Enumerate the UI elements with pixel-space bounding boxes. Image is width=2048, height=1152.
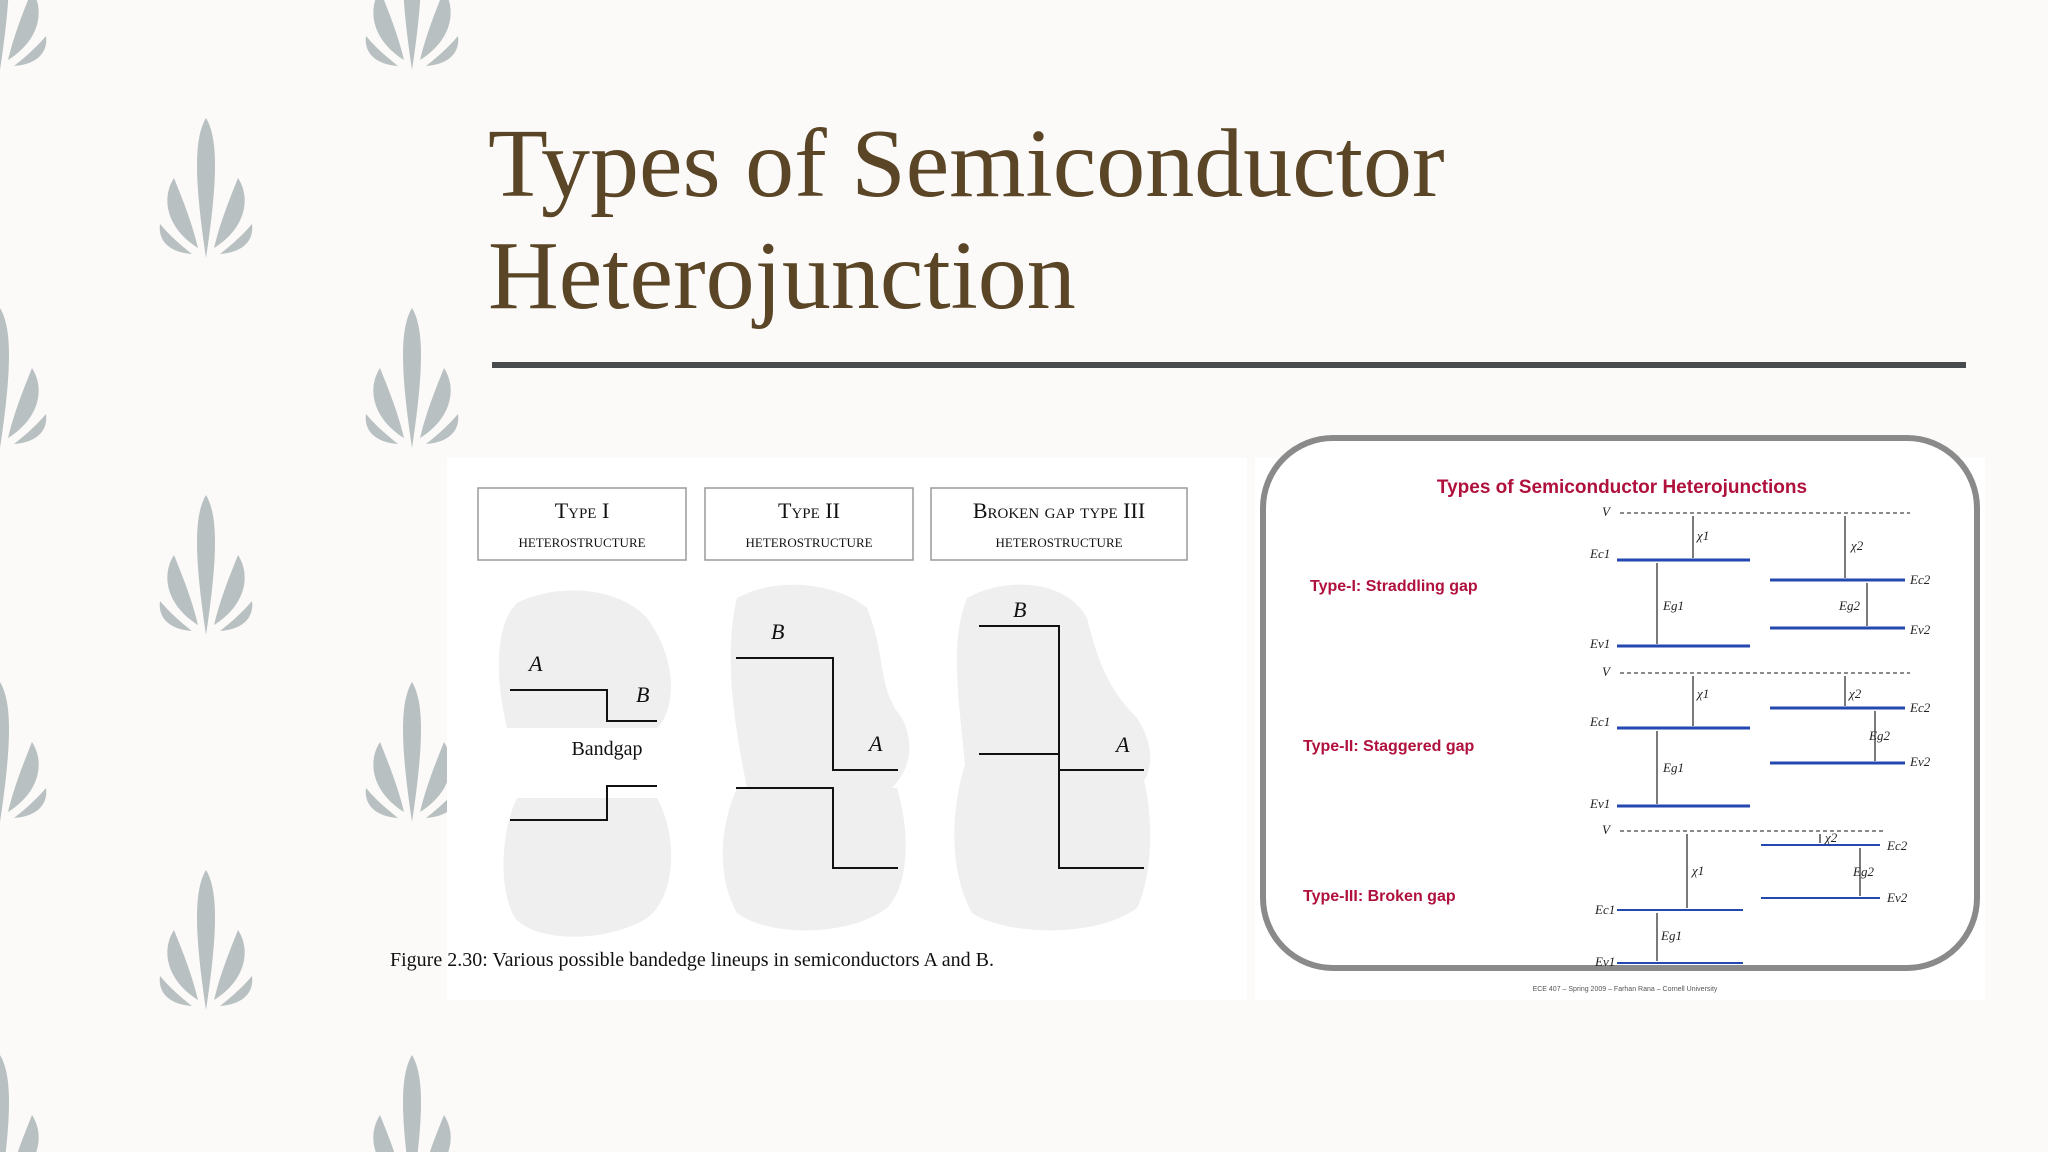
type1-valence-edge xyxy=(510,785,657,821)
type1-diagram xyxy=(1617,512,1910,648)
slide-title-line1: Types of Semiconductor xyxy=(488,110,1445,218)
type1-conduction-edge xyxy=(510,689,657,722)
leaf-icon xyxy=(0,308,47,448)
leaf-icon xyxy=(0,682,47,822)
t2-ec1: Ec1 xyxy=(1589,714,1610,729)
type2-conduction-edge xyxy=(736,657,898,771)
type1-box-line1: Type I xyxy=(555,498,610,523)
leaf-pattern xyxy=(0,0,459,1152)
t2-chi1: χ1 xyxy=(1695,686,1709,701)
heterojunction-types-figure: Types of Semiconductor Heterojunctions T… xyxy=(1255,435,1985,1000)
type1-label-a: A xyxy=(527,651,543,676)
t1-eg1: Eg1 xyxy=(1662,598,1684,613)
leaf-icon xyxy=(365,682,459,822)
type3-label-b: B xyxy=(1013,597,1026,622)
figure-title: Types of Semiconductor Heterojunctions xyxy=(1437,477,1807,498)
type2-name: Type-II: Staggered gap xyxy=(1303,738,1475,755)
figure-footer: ECE 407 – Spring 2009 – Farhan Rana – Co… xyxy=(1533,986,1718,993)
type3-name: Type-III: Broken gap xyxy=(1303,888,1456,905)
type3-conduction-edge xyxy=(979,625,1144,771)
type2-diagram xyxy=(1617,672,1910,808)
type1-blob-bottom xyxy=(503,798,672,937)
type2-valence-edge xyxy=(736,787,898,869)
t3-v: V xyxy=(1602,822,1612,837)
t3-chi1: χ1 xyxy=(1690,863,1704,878)
title-divider xyxy=(492,362,1966,368)
type1-name: Type-I: Straddling gap xyxy=(1310,578,1478,595)
t2-eg2: Eg2 xyxy=(1868,728,1890,743)
leaf-icon xyxy=(159,870,253,1010)
t1-ev2: Ev2 xyxy=(1909,622,1931,637)
t3-eg2: Eg2 xyxy=(1852,864,1874,879)
t3-eg1: Eg1 xyxy=(1660,928,1682,943)
t1-ec2: Ec2 xyxy=(1909,572,1931,587)
t3-chi2: χ2 xyxy=(1823,830,1838,845)
t1-ec1: Ec1 xyxy=(1589,546,1610,561)
t1-chi1: χ1 xyxy=(1695,528,1709,543)
figure-frame xyxy=(1260,435,1980,971)
type3-blob-bottom xyxy=(954,758,1151,931)
leaf-icon xyxy=(365,0,459,70)
t3-ev1: Ev1 xyxy=(1594,954,1615,969)
type2-box xyxy=(704,487,914,561)
figure-caption: Figure 2.30: Various possible bandedge l… xyxy=(390,949,994,971)
t3-ec1: Ec1 xyxy=(1594,902,1615,917)
type3-diagram xyxy=(1617,830,1885,964)
type2-label-b: B xyxy=(771,619,784,644)
t2-eg1: Eg1 xyxy=(1662,760,1684,775)
bandedge-lineup-figure: Type I heterostructure Type II heterostr… xyxy=(390,458,1247,1000)
t2-v: V xyxy=(1602,664,1612,679)
type3-valence-edge xyxy=(979,753,1144,869)
type1-box-line2: heterostructure xyxy=(518,531,645,551)
type3-box xyxy=(930,487,1188,561)
type2-blob-bottom xyxy=(722,788,906,931)
t1-eg2: Eg2 xyxy=(1838,598,1860,613)
t1-ev1: Ev1 xyxy=(1589,636,1610,651)
type2-label-a: A xyxy=(867,731,883,756)
type3-blob-top xyxy=(956,584,1151,788)
type1-blob-top xyxy=(498,590,671,728)
leaf-icon xyxy=(365,1055,459,1152)
type2-box-line2: heterostructure xyxy=(745,531,872,551)
leaf-icon xyxy=(0,1055,47,1152)
leaf-icon xyxy=(159,495,253,635)
t3-ev2: Ev2 xyxy=(1886,890,1908,905)
type3-box-line1: Broken gap type III xyxy=(973,498,1145,523)
type2-box-line1: Type II xyxy=(778,498,840,523)
t3-ec2: Ec2 xyxy=(1886,838,1908,853)
t1-chi2: χ2 xyxy=(1849,538,1864,553)
t2-chi2: χ2 xyxy=(1847,686,1862,701)
bandgap-label: Bandgap xyxy=(571,738,642,760)
t2-ev1: Ev1 xyxy=(1589,796,1610,811)
type1-box xyxy=(477,487,687,561)
t2-ec2: Ec2 xyxy=(1909,700,1931,715)
t1-v: V xyxy=(1602,504,1612,519)
leaf-icon xyxy=(0,0,47,70)
slide-title-line2: Heterojunction xyxy=(488,222,1076,330)
leaf-icon xyxy=(365,308,459,448)
type1-label-b: B xyxy=(636,682,649,707)
type2-blob-top xyxy=(730,584,910,788)
slide-title: Types of Semiconductor Heterojunction xyxy=(488,108,1988,332)
t2-ev2: Ev2 xyxy=(1909,754,1931,769)
type3-box-line2: heterostructure xyxy=(995,531,1122,551)
leaf-icon xyxy=(159,118,253,258)
type3-label-a: A xyxy=(1114,732,1130,757)
